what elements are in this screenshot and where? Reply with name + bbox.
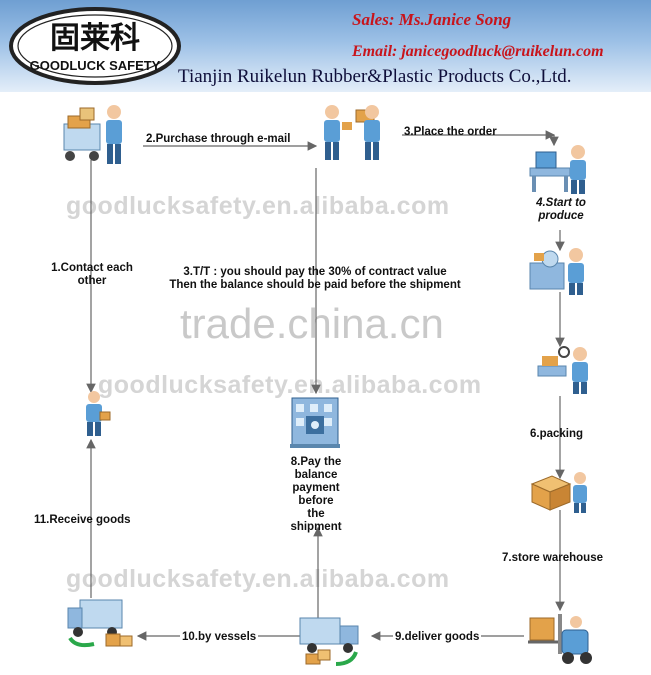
step-1-line-2: other xyxy=(77,275,107,287)
step-8-line-1: 8.Pay the xyxy=(290,456,342,468)
step-8-line-6: shipment xyxy=(290,521,342,533)
watermark-alibaba-middle: goodlucksafety.en.alibaba.com xyxy=(98,371,482,399)
header-banner: 固莱科 GOODLUCK SAFETY Sales: Ms.Janice Son… xyxy=(0,0,651,92)
logo-english-text: GOODLUCK SAFETY xyxy=(30,58,161,73)
step-11-label: 11.Receive goods xyxy=(34,514,131,526)
step-3-label: 3.Place the order xyxy=(404,126,497,138)
order-desk-icon xyxy=(529,145,586,194)
step-4-label: 4.Start to produce xyxy=(526,197,596,223)
packing-boxes-icon xyxy=(530,472,587,513)
payment-terms-line-2: Then the balance should be paid before t… xyxy=(169,279,461,291)
company-logo: 固莱科 GOODLUCK SAFETY xyxy=(9,7,181,85)
receiver-person-icon xyxy=(86,391,111,436)
payment-terms-line-1: 3.T/T : you should pay the 30% of contra… xyxy=(183,266,447,278)
bank-building-icon xyxy=(290,397,340,448)
step-4-line-2: produce xyxy=(538,210,584,222)
delivery-truck-icon xyxy=(299,617,359,666)
receiving-truck-icon xyxy=(67,599,133,648)
forklift-icon xyxy=(528,614,592,664)
step-1-label: 1.Contact each other xyxy=(36,262,148,288)
cart-person-icon xyxy=(63,105,122,164)
watermark-alibaba-bottom: goodlucksafety.en.alibaba.com xyxy=(66,565,450,593)
email-contact: Email: janicegoodluck@ruikelun.com xyxy=(352,43,604,60)
step-8-line-2: balance xyxy=(294,469,338,481)
payment-terms-label: 3.T/T : you should pay the 30% of contra… xyxy=(133,266,497,292)
company-name: Tianjin Ruikelun Rubber&Plastic Products… xyxy=(178,66,572,87)
sales-contact: Sales: Ms.Janice Song xyxy=(352,10,512,29)
watermark-tradechina: trade.china.cn xyxy=(180,300,444,347)
step-8-line-5: the xyxy=(307,508,325,520)
step-7-label: 7.store warehouse xyxy=(502,552,603,564)
inspection-icon xyxy=(537,346,588,394)
step-6-label: 6.packing xyxy=(530,428,584,440)
step-2-label: 2.Purchase through e-mail xyxy=(146,133,291,145)
step-8-label: 8.Pay the balance payment before the shi… xyxy=(276,456,356,534)
purchase-people-icon xyxy=(324,105,380,160)
step-8-line-4: before xyxy=(298,495,334,507)
step-8-line-3: payment xyxy=(292,482,340,494)
step-1-line-1: 1.Contact each xyxy=(51,262,133,274)
watermark-alibaba-top: goodlucksafety.en.alibaba.com xyxy=(66,192,450,220)
step-4-line-1: 4.Start to xyxy=(536,197,586,209)
step-10-label: 10.by vessels xyxy=(180,631,259,643)
production-machine-icon xyxy=(529,248,584,295)
step-9-label: 9.deliver goods xyxy=(393,631,482,643)
logo-chinese-text: 固莱科 xyxy=(50,21,140,56)
